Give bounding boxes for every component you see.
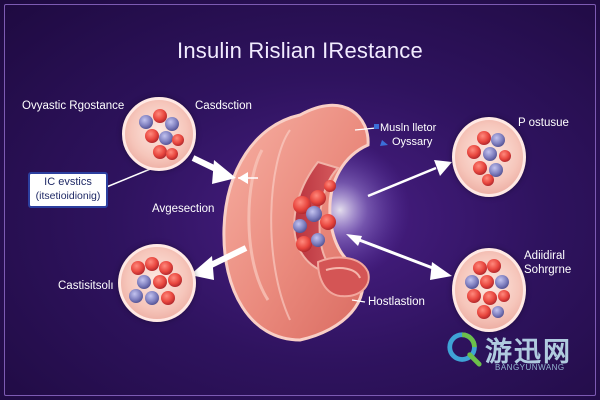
pointer-top-center-arrowhead [380, 140, 388, 146]
organ-inner-ridge-2 [270, 129, 291, 321]
cavity-red-cell [310, 190, 326, 206]
highlight-label-box: IC evstics (itsetioidionig) [28, 172, 108, 208]
arrow-bottom-right-tail [346, 234, 362, 246]
cavity-red-cell [296, 236, 312, 252]
label-top-center-a: Musln lletor [380, 122, 437, 134]
label-top-left-a: Ovyastic Rgostance [22, 100, 125, 112]
label-middle-left: Avgesection [152, 203, 215, 215]
label-top-left-b: Casdsction [195, 100, 252, 112]
label-bottom-left: Castisitsolı [58, 280, 114, 292]
cluster-top-right [467, 131, 511, 186]
cavity-blue-cell [306, 206, 322, 222]
cluster-top-left [139, 109, 184, 160]
label-top-center-b: Oyssary [392, 136, 433, 148]
arrows [103, 127, 452, 303]
pointer-top-center [354, 127, 377, 131]
organ-lower-lobe-shade [325, 267, 361, 279]
arrow-mid-left-head [238, 172, 248, 184]
label-bottom-center: Hostlastion [368, 296, 425, 308]
label-bottom-right-b: Sohrgrne [524, 264, 572, 276]
arrow-bottom-right-shaft [353, 236, 439, 272]
pointer-bottom-center [351, 299, 366, 303]
organ-inner-ridge [247, 149, 270, 301]
cluster-bottom-right [465, 259, 510, 319]
cavity-red-cell [320, 214, 336, 230]
cavity-red-cell [324, 180, 336, 192]
arrow-top-left-head [212, 160, 236, 184]
cavity-red-cell [293, 196, 311, 214]
arrow-bottom-right-head [430, 262, 452, 280]
label-bottom-right-a: Adiidiral [524, 250, 565, 262]
cluster-bottom-left [129, 257, 182, 305]
watermark-text: 游迅网 [485, 337, 572, 368]
pointer-top-center-marker [374, 124, 379, 129]
label-box-line-1: IC evstics [44, 176, 92, 188]
diagram-title: Insulin Rislian IRestance [177, 38, 423, 63]
arrow-bottom-left-head [190, 256, 214, 280]
watermark-subtext: BANGYUNWANG [495, 363, 565, 372]
cavity-blue-cell [293, 219, 307, 233]
arrow-top-right-head [434, 160, 452, 176]
arrow-top-right-shaft [367, 166, 437, 198]
label-box-line-2: (itsetioidionig) [35, 190, 101, 202]
label-top-right: P ostusue [518, 117, 569, 129]
cavity-blue-cell [311, 233, 325, 247]
watermark-logo-icon [447, 332, 482, 367]
organ-lower-lobe [316, 256, 370, 298]
